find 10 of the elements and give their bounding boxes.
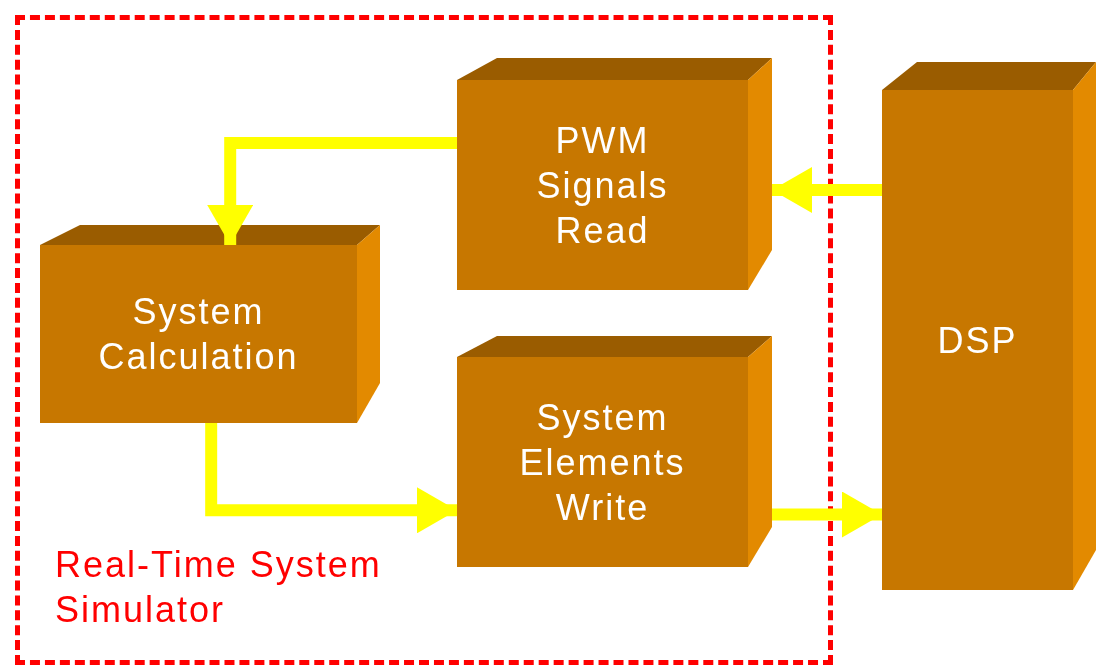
block-label: System Calculation (97, 290, 300, 379)
block-label: System Elements Write (518, 395, 687, 530)
arrow (772, 491, 882, 538)
block-label: DSP (937, 318, 1018, 363)
dashed-boundary (15, 15, 833, 665)
arrow (207, 137, 457, 245)
arrow (772, 167, 882, 213)
boundary-label: Real-Time System Simulator (55, 543, 383, 632)
block-label: PWM Signals Read (535, 118, 670, 253)
arrow (205, 423, 457, 534)
